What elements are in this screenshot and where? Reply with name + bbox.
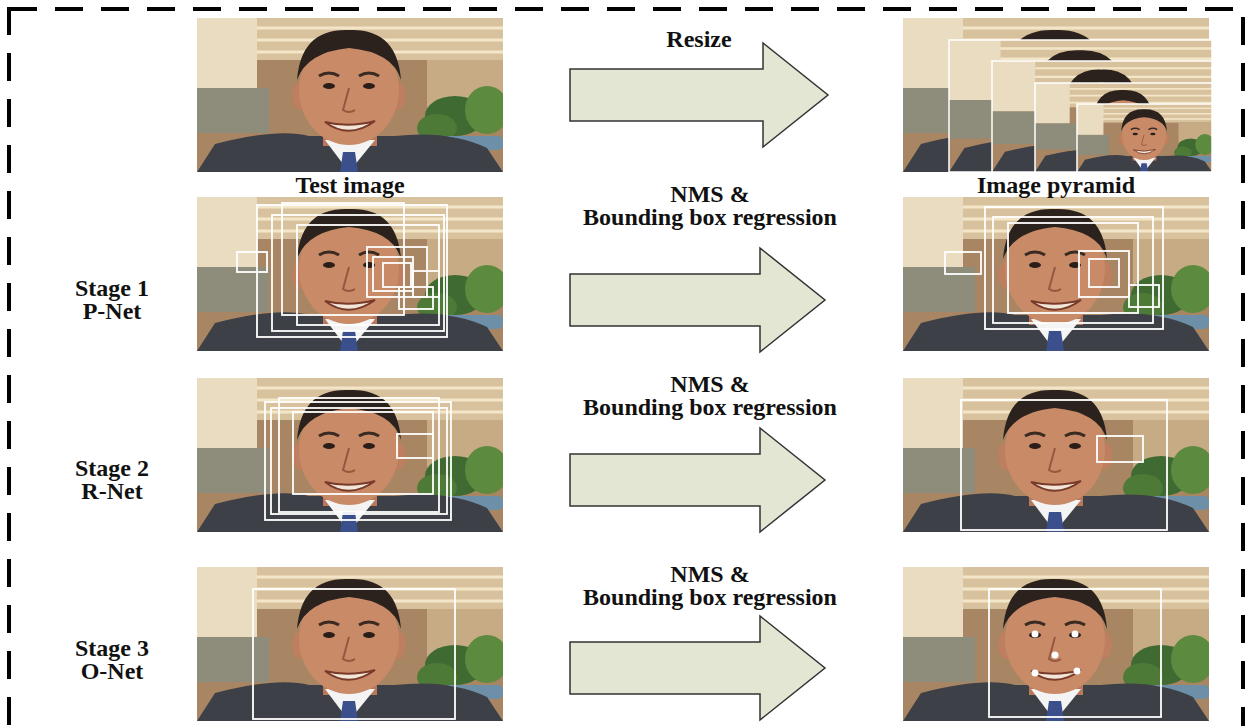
candidate-box [257,205,447,337]
candidate-box [271,408,447,514]
candidate-box [367,247,427,297]
step-label: NMS & Bounding box regression [560,563,860,609]
face-box [1072,631,1079,638]
pyramid-layer [1077,104,1212,172]
candidate-box [293,412,433,494]
block-arrow [570,43,828,147]
dashed-frame [9,9,1243,726]
block-arrow [570,248,825,720]
candidate-box [397,434,433,458]
candidate-box [279,398,439,512]
pyramid-layer [949,40,1217,172]
block-arrow [570,616,825,720]
face-box [1032,670,1039,677]
candidate-box [265,398,451,520]
line-spacer [795,373,860,393]
face-box [989,589,1161,717]
candidate-box [399,287,433,309]
pyramid-layer [1035,83,1215,172]
image-panel: Test image [197,18,503,198]
candidate-box [272,215,444,331]
photo [197,18,509,172]
pyramid-layer [1077,104,1215,172]
candidate-box [1129,285,1159,307]
stage-label: Stage 1 P-Net [62,277,162,323]
face-box [253,589,455,719]
candidate-box [961,400,1167,530]
photo [903,197,1215,351]
face-box [1074,668,1081,675]
block-arrow [570,428,825,532]
candidate-box [1079,251,1129,297]
line-spacer [795,563,860,583]
step-label: NMS & Bounding box regression [560,183,860,229]
photo [197,18,1215,721]
candidate-box [237,252,267,272]
line-spacer [560,563,625,583]
candidate-box [237,203,447,337]
photo [197,378,509,532]
photo [903,567,1215,721]
candidate-box [1097,436,1143,462]
pyramid-layer [992,61,1216,172]
pyramid-layer [903,18,1217,172]
line-spacer [560,373,625,393]
image-panel: Image pyramid [903,18,1209,198]
face-box [1032,631,1039,638]
candidate-box [945,207,1163,329]
step-label: NMS & Bounding box regression [560,373,860,419]
line-spacer [560,183,625,203]
candidate-box [945,252,981,274]
image-caption: Test image [197,172,503,198]
candidate-box [961,400,1167,530]
photo [197,567,509,721]
candidate-box [265,402,451,520]
photo [197,197,509,351]
candidate-box [383,263,411,287]
face-box [989,589,1161,717]
candidate-box [413,271,439,297]
candidate-box [1008,223,1138,313]
candidate-box [282,203,404,315]
candidate-box [1089,259,1119,287]
photo [903,378,1215,532]
stage-label: Stage 2 R-Net [62,457,162,503]
arrow-label: Resize [666,26,731,52]
line-spacer [795,183,860,203]
candidate-box [297,225,439,325]
image-caption: Image pyramid [903,172,1209,198]
block-arrow [570,248,825,352]
candidate-box [373,257,413,291]
candidate-box [985,207,1163,329]
face-box [1052,652,1059,659]
face-box [253,589,455,719]
stage-label: Stage 3 O-Net [62,637,162,683]
